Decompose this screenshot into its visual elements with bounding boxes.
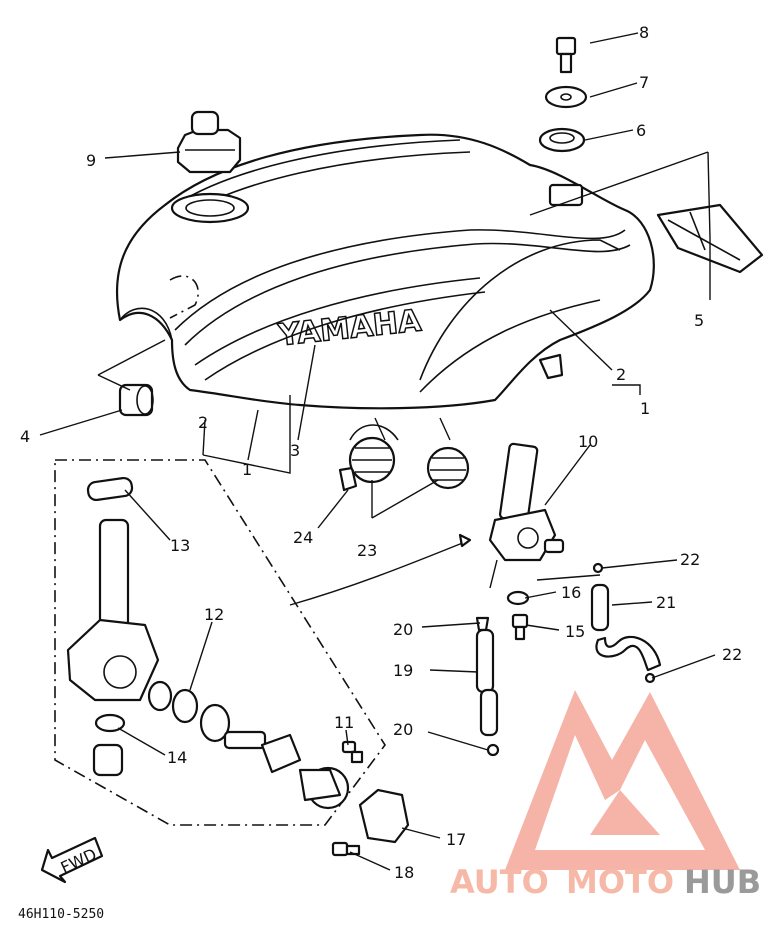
washer-14 [94, 713, 126, 733]
diagram-code: 46H110-5250 [18, 907, 104, 922]
callout-19: 19 [393, 661, 413, 680]
gasket-13 [86, 476, 134, 502]
callout-15: 15 [565, 622, 585, 641]
callout-1a: 1 [242, 460, 252, 479]
screw-15 [511, 613, 529, 641]
tank-cap [176, 110, 242, 174]
callout-6: 6 [636, 121, 646, 140]
cushion-23-left [348, 424, 399, 484]
callout-5: 5 [694, 311, 704, 330]
callout-14: 14 [167, 748, 187, 767]
callout-12: 12 [204, 605, 224, 624]
screw-18 [331, 841, 361, 857]
callout-13: 13 [170, 536, 190, 555]
watermark-hub: HUB [684, 863, 761, 901]
fwd-label: FWD [58, 844, 100, 877]
callout-9: 9 [86, 151, 96, 170]
collar-7 [544, 85, 588, 109]
detail-pointer-arrow [289, 539, 471, 606]
callout-1b: 1 [640, 399, 650, 418]
bolt-8 [555, 36, 577, 74]
callout-7: 7 [639, 73, 649, 92]
knob-17 [358, 788, 410, 844]
callout-24: 24 [293, 528, 313, 547]
leader-lines [39, 32, 716, 871]
watermark-logo [505, 690, 740, 870]
callout-20a: 20 [393, 620, 413, 639]
callout-18: 18 [394, 863, 414, 882]
callout-2b: 2 [616, 365, 626, 384]
fuel-tank: YAMAHA [115, 133, 655, 410]
watermark-auto: AUTO [450, 863, 549, 901]
callout-11: 11 [334, 713, 354, 732]
lever-assembly [199, 703, 350, 810]
clip-22-top [592, 562, 604, 574]
clip-20-bottom [486, 743, 500, 757]
filter-cup [92, 743, 124, 777]
callout-8: 8 [639, 23, 649, 42]
callout-21: 21 [656, 593, 676, 612]
callout-22b: 22 [722, 645, 742, 664]
cock-body-detail [66, 518, 160, 702]
callout-3: 3 [290, 441, 300, 460]
callout-17: 17 [446, 830, 466, 849]
clip-20-top [475, 616, 490, 632]
o-ring-12 [147, 680, 199, 724]
callout-22a: 22 [680, 550, 700, 569]
detail-box-border [54, 459, 386, 826]
callout-20b: 20 [393, 720, 413, 739]
callout-16: 16 [561, 583, 581, 602]
watermark-moto: MOTO [566, 863, 674, 901]
hose-21 [590, 583, 662, 672]
damper-6 [538, 127, 586, 153]
callout-2a: 2 [198, 413, 208, 432]
callout-4: 4 [20, 427, 30, 446]
fwd-arrow: FWD [40, 836, 104, 884]
fuel-cock-assembly [488, 442, 565, 562]
watermark-text: AUTO MOTO HUB [450, 863, 761, 901]
callout-10: 10 [578, 432, 598, 451]
screw-11 [341, 740, 364, 764]
callout-23: 23 [357, 541, 377, 560]
callout-labels: 8 7 6 9 5 2 1 4 2 3 1 10 24 23 13 12 11 … [20, 23, 742, 882]
hose-clip-24 [338, 466, 358, 492]
hose-19 [475, 628, 499, 737]
grommet-4 [118, 383, 154, 417]
